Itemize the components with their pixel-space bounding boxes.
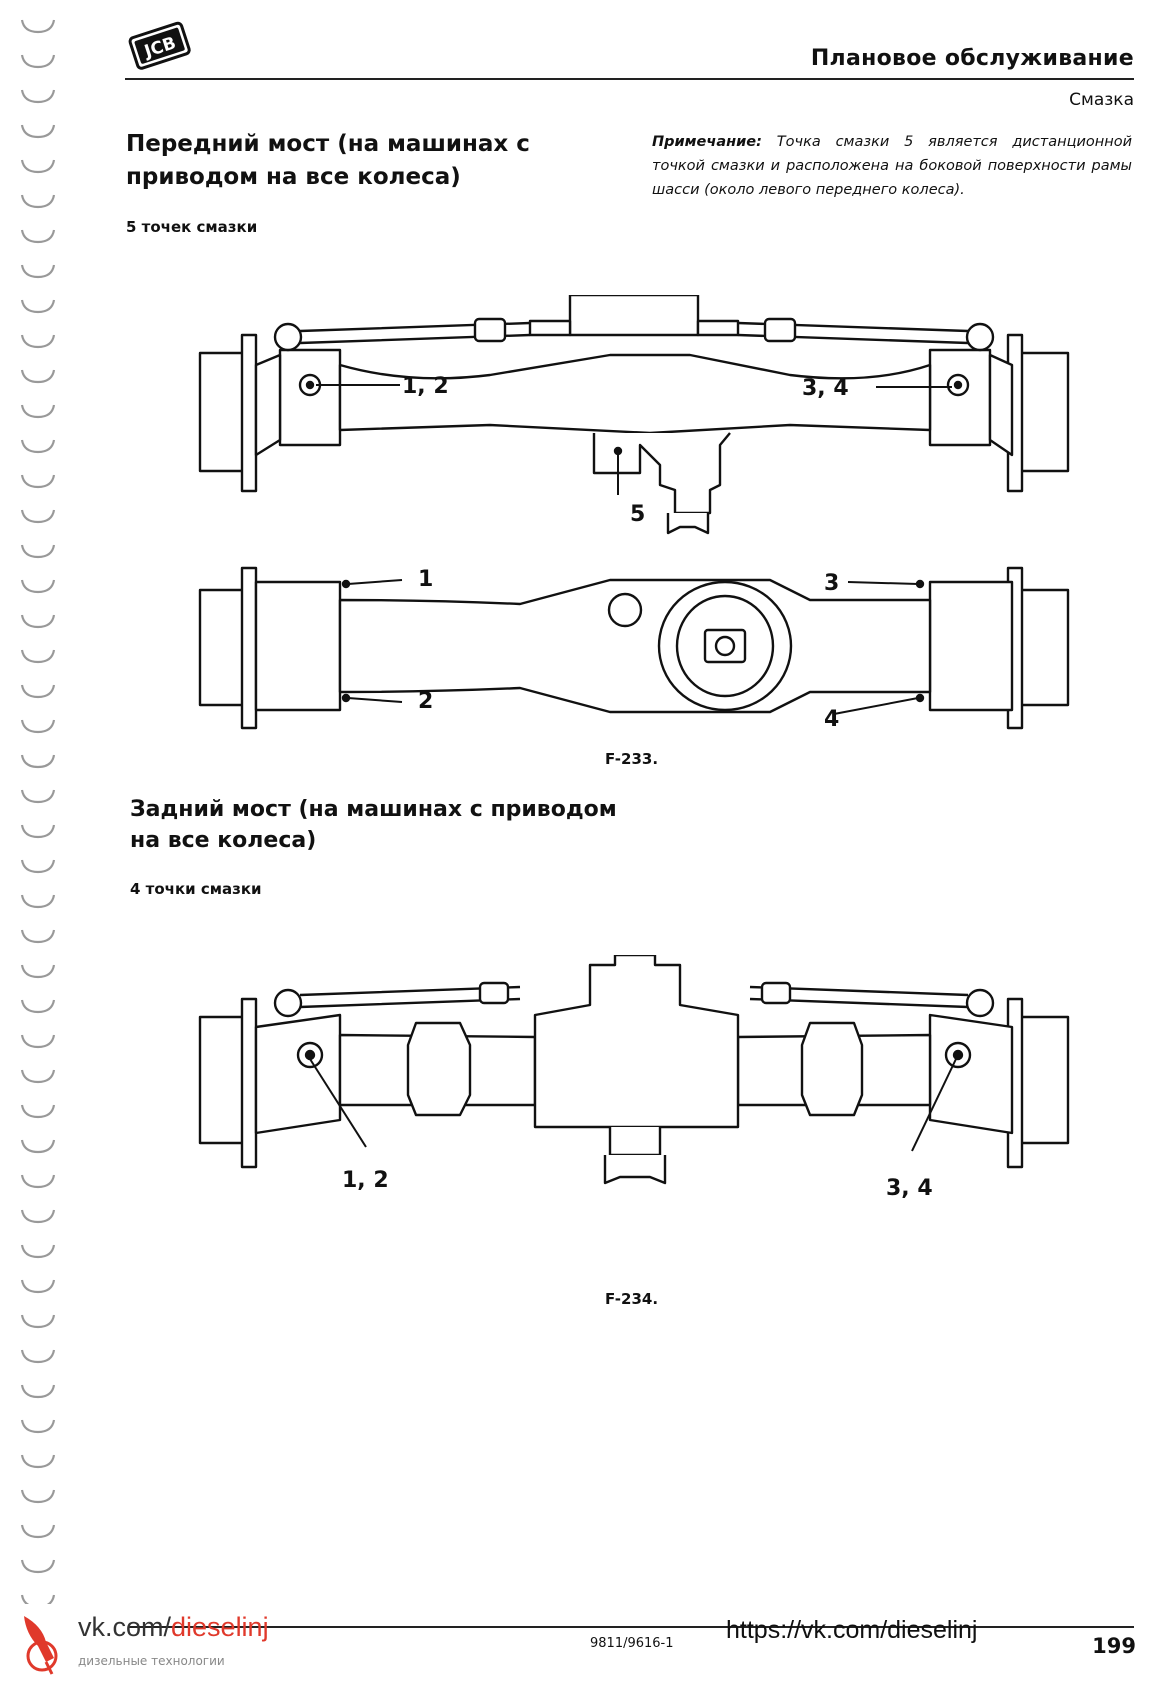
front-axle-points-count: 5 точек смазки [126,218,258,236]
watermark-text: vk.com/dieselinj [78,1612,269,1643]
binding-ring [20,473,56,489]
binding-ring [20,718,56,734]
binding-ring [20,228,56,244]
binding-ring [20,403,56,419]
binding-ring [20,893,56,909]
watermark-accent: dieselinj [171,1612,269,1642]
front-axle-heading: Передний мост (на машинах с приводом на … [126,131,530,190]
callout-3-4-rear: 3, 4 [886,1176,933,1201]
binding-ring [20,1383,56,1399]
binding-ring [20,158,56,174]
binding-ring [20,193,56,209]
front-axle-diagram-bottom: 1 2 3 4 [190,560,1080,730]
binding-ring [20,543,56,559]
binding-ring [20,368,56,384]
binding-ring [20,18,56,34]
watermark: vk.com/dieselinj дизельные технологии [16,1612,316,1684]
callout-3-4-top: 3, 4 [802,376,849,401]
footer-url-link[interactable]: https://vk.com/dieselinj [726,1616,978,1644]
binding-ring [20,928,56,944]
binding-ring [20,648,56,664]
binding-ring [20,333,56,349]
binding-ring [20,1278,56,1294]
page-number: 199 [1092,1634,1136,1658]
callout-1-bottom: 1 [418,567,433,592]
footer-divider [128,1626,1134,1628]
callout-2-bottom: 2 [418,689,433,714]
binding-ring [20,1173,56,1189]
rear-axle-heading: Задний мост (на машинах с приводом на вс… [130,797,617,853]
callout-5: 5 [630,502,645,527]
binding-ring [20,1418,56,1434]
binding-ring [20,88,56,104]
injector-icon [24,1616,58,1675]
document-code: 9811/9616-1 [590,1636,674,1651]
binding-ring [20,1243,56,1259]
binding-ring [20,998,56,1014]
binding-ring [20,438,56,454]
binding-ring [20,263,56,279]
callout-1-2-rear: 1, 2 [342,1168,389,1193]
binding-ring [20,53,56,69]
rear-axle-diagram: 1, 2 3, 4 [190,955,1080,1215]
binding-ring [20,1558,56,1574]
binding-ring [20,1593,56,1604]
callout-3-bottom: 3 [824,571,839,596]
header-divider [125,78,1134,80]
binding-ring [20,1208,56,1224]
binding-ring [20,683,56,699]
binding-ring [20,753,56,769]
callout-4-bottom: 4 [824,707,839,730]
note-label: Примечание: [652,134,762,150]
binding-ring [20,1103,56,1119]
front-axle-diagram-top: 1, 2 3, 4 5 [190,295,1080,555]
figure-label-f233: F-233. [605,750,659,768]
binding-ring [20,858,56,874]
binding-ring [20,508,56,524]
rear-axle-points-count: 4 точки смазки [130,880,262,898]
binding-rings [20,18,56,1604]
subsection-title: Смазка [1069,90,1134,110]
binding-ring [20,578,56,594]
binding-ring [20,963,56,979]
spiral-binding [18,14,58,1604]
watermark-subtitle: дизельные технологии [78,1654,225,1668]
section-title: Плановое обслуживание [810,46,1134,71]
binding-ring [20,1523,56,1539]
binding-ring [20,1138,56,1154]
jcb-logo: JCB [125,16,193,78]
binding-ring [20,1068,56,1084]
watermark-prefix: vk.com/ [78,1612,172,1642]
binding-ring [20,1453,56,1469]
binding-ring [20,788,56,804]
binding-ring [20,1348,56,1364]
binding-ring [20,823,56,839]
binding-ring [20,298,56,314]
binding-ring [20,1033,56,1049]
binding-ring [20,1488,56,1504]
note-paragraph: Примечание: Точка смазки 5 является дист… [652,130,1132,202]
callout-1-2-top: 1, 2 [402,374,449,399]
binding-ring [20,123,56,139]
binding-ring [20,1313,56,1329]
figure-label-f234: F-234. [605,1290,659,1308]
note-text: Точка смазки 5 является дистанционной то… [652,134,1133,198]
binding-ring [20,613,56,629]
